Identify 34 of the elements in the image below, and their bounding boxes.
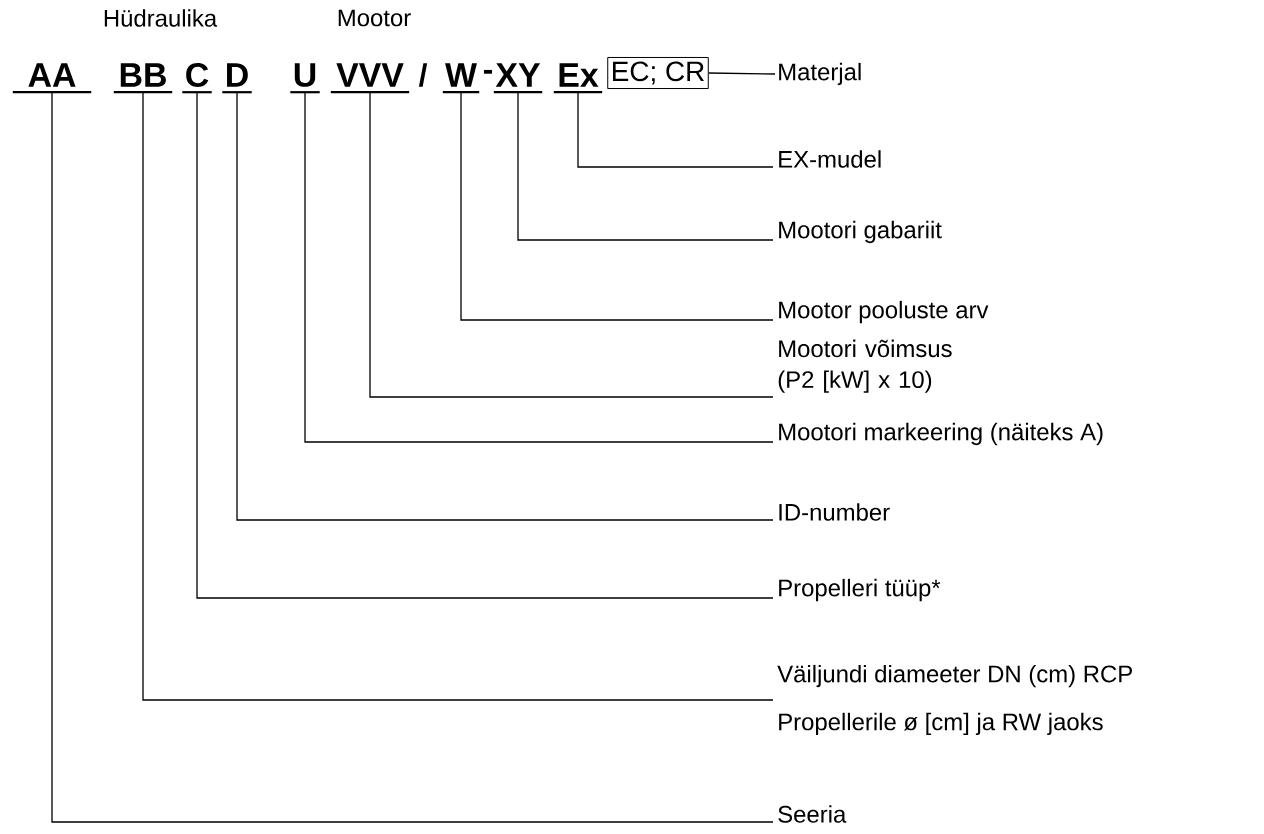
description-text: EX-mudel: [779, 150, 881, 168]
leader-line: [460, 91, 774, 321]
description-text: Väiljundi diameeter DN (cm) RCP Propellerile ø [cm] ja RW jaoks: [777, 664, 1132, 736]
code-letter: D: [222, 63, 252, 94]
description-text: Mootori võimsus (P2 [kW] x 10): [778, 339, 952, 393]
description-text: Mootori markeering (näiteks A): [779, 422, 1103, 446]
leader-line: [369, 91, 774, 398]
description-text: Seeria: [778, 805, 847, 823]
code-letter: XY: [493, 63, 543, 94]
separator-sign: /: [418, 63, 428, 87]
leader-line: [51, 91, 774, 823]
code-letter: W: [442, 63, 480, 94]
description-text: Materjal: [779, 62, 861, 86]
material-box: EC; CR: [607, 57, 709, 89]
description-text: Propelleri tüüp*: [779, 578, 941, 602]
leader-line: [142, 91, 774, 701]
description-text: ID-number: [779, 503, 890, 521]
code-letter: VVV: [330, 63, 410, 94]
leader-line: [517, 91, 774, 241]
heading-label: Mootor: [338, 9, 411, 27]
leader-line: [236, 91, 774, 521]
heading-label: Hüdraulika: [104, 9, 218, 27]
code-letter: C: [182, 63, 212, 94]
description-text: Mootor pooluste arv: [779, 300, 989, 324]
leader-line: [304, 91, 774, 443]
separator-sign: -: [483, 69, 493, 74]
code-letter: Ex: [553, 63, 603, 94]
description-text: Mootori gabariit: [779, 220, 942, 244]
leader-line: [196, 91, 774, 599]
code-letter: BB: [113, 63, 173, 94]
code-letter: U: [290, 63, 320, 94]
leader-line: [577, 91, 774, 168]
code-letter: AA: [12, 63, 92, 94]
leader-line: [708, 72, 776, 75]
